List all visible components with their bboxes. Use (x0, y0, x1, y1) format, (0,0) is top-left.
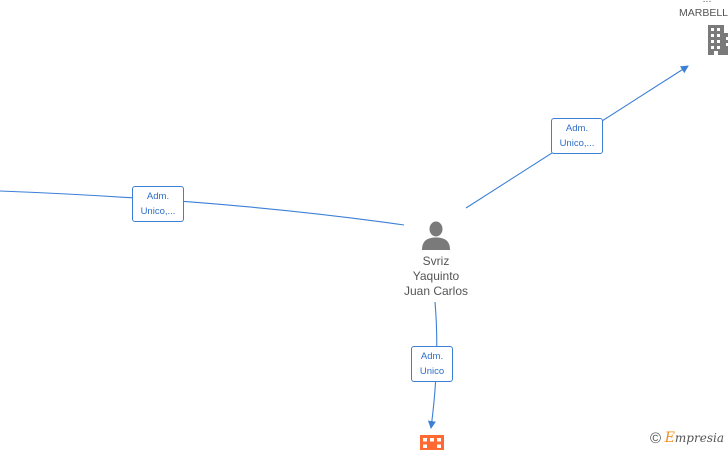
edge-label-right[interactable]: Adm. Unico,... (551, 118, 603, 154)
person-node[interactable]: Svriz Yaquinto Juan Carlos (395, 220, 477, 299)
edge-left (0, 190, 405, 226)
building-icon (708, 25, 728, 55)
person-name-line-2: Yaquinto (412, 269, 460, 283)
company-top-name: ... MARBELLA (672, 0, 728, 20)
edge-label-bottom-line-1: Adm. (420, 351, 444, 362)
brand-rest: mpresia (674, 431, 724, 445)
company-node-top[interactable]: ... MARBELLA (672, 0, 728, 55)
edge-label-left-line-1: Adm. (146, 191, 170, 202)
person-name: Svriz Yaquinto Juan Carlos (395, 254, 477, 299)
person-icon (422, 221, 450, 250)
company-top-name-line-1: ... (672, 0, 728, 6)
edge-label-left-line-2: Unico,... (140, 206, 176, 217)
company-top-name-line-2: MARBELLA (678, 7, 728, 19)
building-icon (420, 435, 444, 450)
edge-label-bottom[interactable]: Adm. Unico (411, 346, 453, 382)
company-node-bottom[interactable] (420, 435, 444, 450)
edge-label-left[interactable]: Adm. Unico,... (132, 186, 184, 222)
edge-label-right-line-1: Adm. (565, 123, 589, 134)
edge-label-bottom-line-2: Unico (419, 366, 445, 377)
person-name-line-1: Svriz (422, 254, 450, 268)
person-name-line-3: Juan Carlos (403, 284, 469, 298)
brand-initial: E (664, 430, 675, 446)
copyright-symbol: © (650, 430, 662, 447)
edge-label-right-line-2: Unico,... (559, 138, 595, 149)
empresia-watermark: © Empresia (650, 430, 724, 447)
